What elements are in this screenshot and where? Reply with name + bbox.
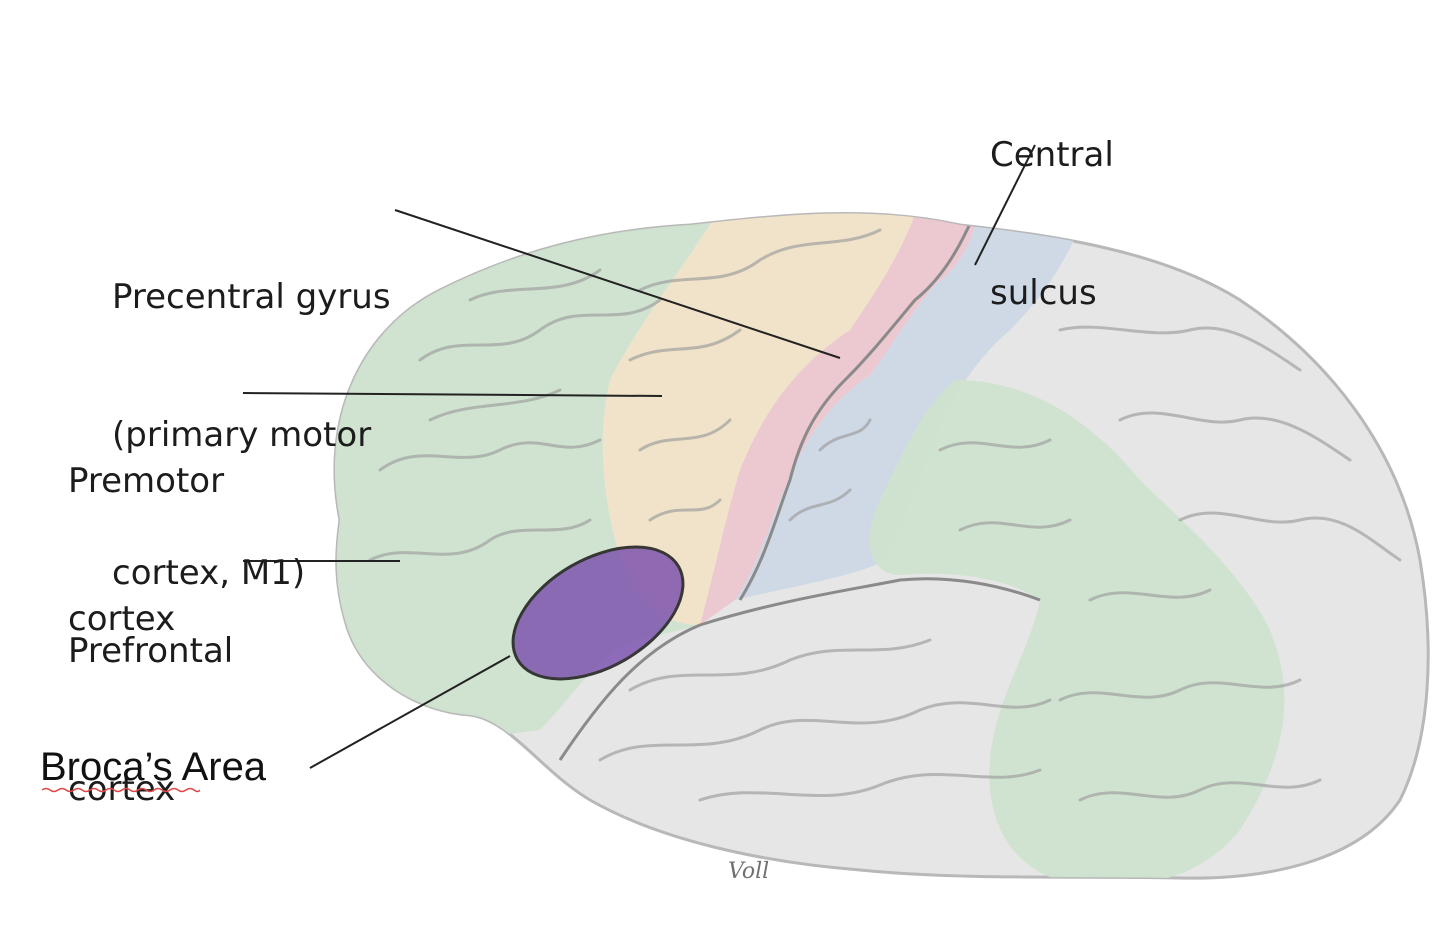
artist-signature: Voll	[728, 859, 769, 884]
label-broca-area: Broca’s Area	[40, 745, 267, 789]
label-prefrontal-cortex: Prefrontal cortex	[68, 536, 233, 904]
label-premotor-cortex-line-1: Premotor	[68, 461, 225, 501]
central-sulcus-line	[738, 213, 980, 601]
leader-lines	[242, 144, 1036, 769]
leader-broca-area	[309, 655, 511, 769]
lateral-fissure-line	[558, 577, 1041, 761]
spellcheck-underline	[42, 787, 200, 793]
label-central-sulcus-line-2: sulcus	[990, 273, 1097, 313]
label-premotor-cortex-line-2: cortex	[68, 599, 176, 639]
gyri-texture	[368, 228, 1402, 802]
broca-area-highlight	[511, 545, 685, 681]
postcentral-gyrus-region	[735, 213, 1090, 600]
label-central-sulcus: Central sulcus	[990, 40, 1114, 408]
leader-central-sulcus	[974, 144, 1036, 266]
label-prefrontal-cortex-line-1: Prefrontal	[68, 631, 234, 671]
label-precentral-gyrus: Precentral gyrus (primary motor cortex, …	[112, 182, 391, 688]
label-premotor-cortex: Premotor cortex	[68, 366, 224, 734]
leader-premotor-cortex	[242, 392, 663, 397]
posterior-association-region	[869, 380, 1285, 879]
label-central-sulcus-line-1: Central	[990, 135, 1114, 175]
label-precentral-gyrus-line-2: (primary motor	[112, 415, 372, 455]
leader-precentral-gyrus	[394, 209, 841, 359]
label-precentral-gyrus-line-3: cortex, M1)	[112, 553, 306, 593]
label-precentral-gyrus-line-1: Precentral gyrus	[112, 277, 391, 317]
